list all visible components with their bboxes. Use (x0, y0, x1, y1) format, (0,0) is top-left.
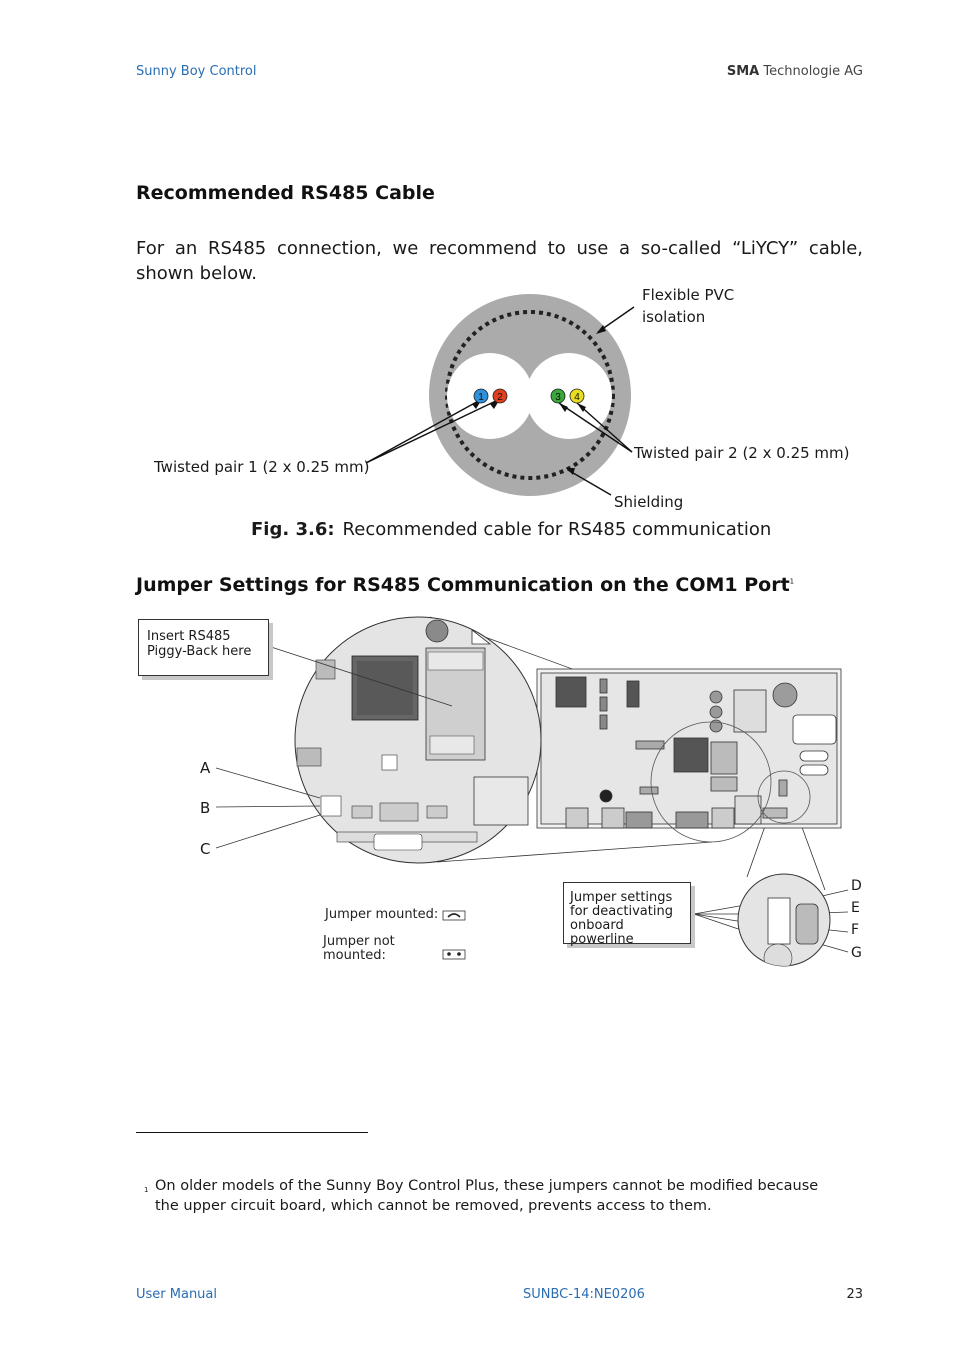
section-heading-cable: Recommended RS485 Cable (136, 182, 435, 204)
wire-core-1 (473, 388, 489, 404)
full-board (536, 668, 842, 843)
powerline-line1: Jumper settings (570, 890, 673, 905)
letter-d: D (851, 878, 862, 894)
wire-core-4 (569, 388, 585, 404)
jumper-not-mounted-symbol (442, 949, 466, 960)
pair1-insulation (447, 353, 533, 439)
footnote-separator (136, 1132, 368, 1133)
footnote-text: On older models of the Sunny Boy Control… (155, 1178, 819, 1214)
wire-core-2 (492, 388, 508, 404)
letter-g: G (851, 945, 862, 961)
footer-doc-code: SUNBC-14:NE0206 (523, 1287, 645, 1302)
footer-doc-type: User Manual (136, 1287, 218, 1302)
jumper-mounted-symbol (442, 910, 466, 921)
label-shielding: Shielding (614, 493, 684, 511)
label-isolation-line1: Flexible PVC (642, 286, 735, 304)
label-isolation: Flexible PVC isolation (642, 284, 734, 328)
wire-core-3 (550, 388, 566, 404)
zoomed-jumper-detail (737, 873, 831, 967)
letter-e: E (851, 900, 860, 916)
footnote-marker: 1 (789, 577, 795, 586)
powerline-line2: for deactivating (570, 904, 673, 919)
company-name: Technologie AG (759, 64, 863, 79)
section-heading-jumpers: Jumper Settings for RS485 Communication … (136, 574, 794, 596)
running-header-company: SMA Technologie AG (727, 64, 863, 79)
letter-b: B (200, 799, 211, 817)
wire-number-1: 1 (478, 392, 484, 403)
wire-number-3: 3 (555, 392, 561, 403)
company-brand: SMA (726, 64, 760, 79)
label-isolation-line2: isolation (642, 308, 706, 326)
piggyback-line2: Piggy-Back here (147, 644, 252, 659)
figure-caption: Fig. 3.6: Recommended cable for RS485 com… (251, 519, 771, 540)
intro-paragraph: For an RS485 connection, we recommend to… (136, 238, 863, 284)
legend-not-line2: mounted: (323, 948, 386, 963)
letter-a: A (200, 759, 211, 777)
footnote-number: 1 (144, 1186, 149, 1194)
piggyback-callout: Insert RS485 Piggy-Back here (138, 619, 269, 676)
powerline-callout: Jumper settings for deactivating onboard… (563, 882, 691, 947)
section-heading-jumpers-text: Jumper Settings for RS485 Communication … (136, 574, 790, 596)
footnote: 1 On older models of the Sunny Boy Contr… (144, 1176, 846, 1216)
label-twisted-pair-1: Twisted pair 1 (2 x 0.25 mm) (154, 458, 370, 476)
label-twisted-pair-2: Twisted pair 2 (2 x 0.25 mm) (634, 444, 850, 462)
piggyback-line1: Insert RS485 (147, 629, 231, 644)
running-header-title: Sunny Boy Control (136, 64, 257, 79)
legend-not-line1: Jumper not (323, 934, 395, 949)
pair2-insulation (526, 353, 612, 439)
letter-f: F (851, 922, 860, 938)
powerline-line3: onboard powerline (570, 918, 634, 947)
wire-number-2: 2 (497, 392, 503, 403)
figure-number: Fig. 3.6: (251, 519, 335, 540)
figure-caption-text: Recommended cable for RS485 communicatio… (342, 519, 772, 540)
page-number: 23 (846, 1287, 863, 1302)
cable-shielding-ring (445, 310, 615, 480)
letter-c: C (200, 840, 211, 858)
wire-number-4: 4 (574, 392, 580, 403)
zoomed-board-detail (294, 616, 542, 864)
legend-jumper-mounted: Jumper mounted: (325, 907, 439, 922)
